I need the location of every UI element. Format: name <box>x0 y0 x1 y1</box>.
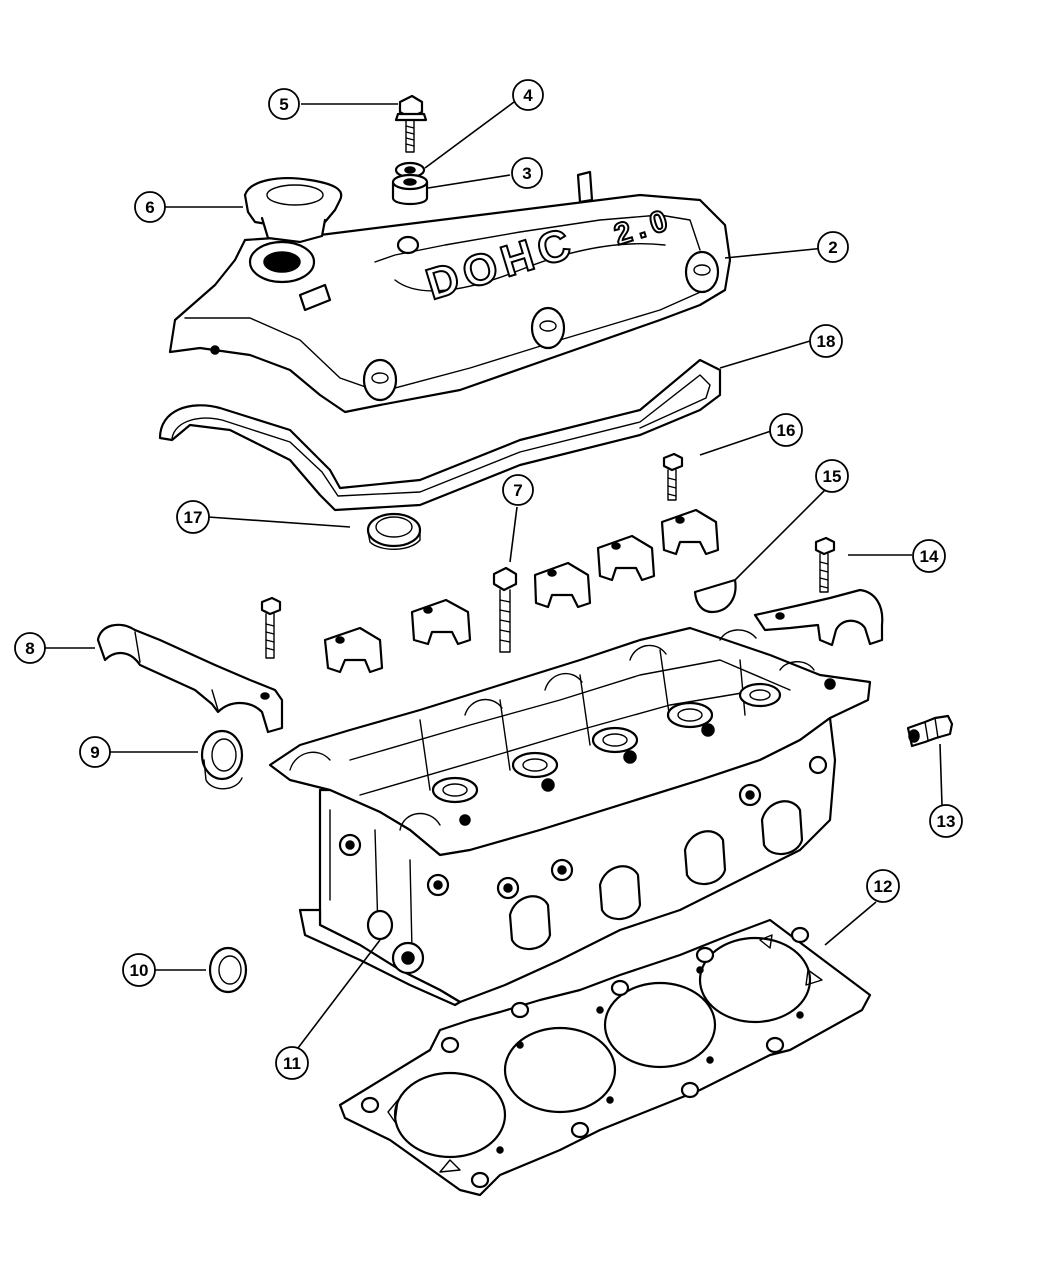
svg-text:17: 17 <box>184 508 203 527</box>
callout-14: 14 <box>912 539 946 573</box>
bearing-cap <box>533 561 592 609</box>
svg-text:6: 6 <box>145 198 154 217</box>
camshaft-seal-9 <box>200 729 244 790</box>
svg-text:13: 13 <box>937 812 956 831</box>
callout-13: 13 <box>929 804 963 838</box>
cylinder-head <box>268 626 872 1007</box>
callout-6: 6 <box>134 191 166 223</box>
callout-9: 9 <box>79 736 111 768</box>
bearing-cap-bolt-14 <box>814 536 836 593</box>
callout-17: 17 <box>176 500 210 534</box>
bearing-cap <box>596 534 656 582</box>
callout-12: 12 <box>866 869 900 903</box>
oil-filler-cap <box>243 177 343 244</box>
callout-2: 2 <box>817 231 849 263</box>
svg-text:14: 14 <box>920 547 939 566</box>
svg-text:8: 8 <box>25 639 34 658</box>
valve-cover-gasket <box>158 358 722 512</box>
end-bearing-cap-8 <box>96 623 284 734</box>
svg-text:9: 9 <box>90 743 99 762</box>
callout-3: 3 <box>511 157 543 189</box>
breather-tube <box>576 170 594 204</box>
callout-5: 5 <box>268 88 300 120</box>
head-gasket-12 <box>338 918 872 1197</box>
svg-text:18: 18 <box>817 332 836 351</box>
cover-bolt <box>394 94 428 153</box>
svg-text:2: 2 <box>828 238 837 257</box>
rear-bearing-cap <box>753 588 884 647</box>
svg-text:15: 15 <box>823 467 842 486</box>
cover-boss <box>396 235 420 255</box>
callout-11: 11 <box>275 1046 309 1080</box>
callout-8: 8 <box>14 632 46 664</box>
svg-text:7: 7 <box>513 481 522 500</box>
svg-text:5: 5 <box>279 95 288 114</box>
svg-text:3: 3 <box>522 164 531 183</box>
callout-7: 7 <box>502 474 534 506</box>
camshaft-seal-17 <box>366 512 422 550</box>
svg-text:10: 10 <box>130 961 149 980</box>
bearing-cap-bolt-7 <box>492 566 518 653</box>
svg-text:12: 12 <box>874 877 893 896</box>
leader-lines <box>45 101 943 1049</box>
bearing-cap-bolt <box>260 596 282 659</box>
callout-10: 10 <box>122 953 156 987</box>
half-moon-plug-15 <box>693 578 737 614</box>
callout-16: 16 <box>769 413 803 447</box>
svg-text:11: 11 <box>283 1054 301 1073</box>
bearing-cap-bolt-16 <box>662 452 684 501</box>
gasket-holes <box>360 926 810 1189</box>
svg-text:4: 4 <box>523 86 533 105</box>
seal-10 <box>208 946 248 994</box>
cover-boss <box>362 358 398 402</box>
callout-15: 15 <box>815 459 849 493</box>
valve-cover: DOHC 2.0 <box>168 170 732 414</box>
sensor-13 <box>906 714 954 748</box>
callout-18: 18 <box>809 324 843 358</box>
bearing-cap <box>323 626 384 674</box>
bearing-cap <box>410 598 472 646</box>
cover-boss <box>530 306 566 350</box>
svg-text:16: 16 <box>777 421 796 440</box>
cover-boss <box>684 250 720 294</box>
cover-grommet <box>391 173 429 206</box>
callout-4: 4 <box>512 79 544 111</box>
bearing-cap <box>660 508 720 556</box>
